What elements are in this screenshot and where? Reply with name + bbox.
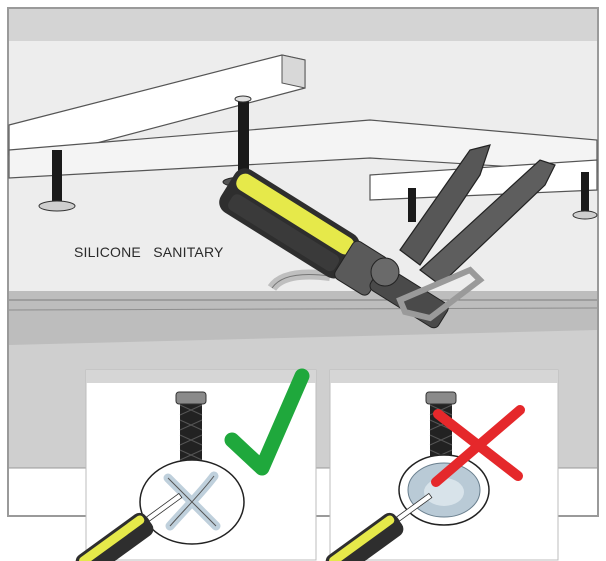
cross-icon — [431, 405, 525, 487]
drain-pipe — [267, 269, 331, 292]
checkmark-icon — [224, 368, 310, 476]
correct-application-panel — [75, 369, 317, 561]
caulking-gun — [219, 144, 556, 329]
product-label: SILICONE SANITARY — [74, 244, 224, 260]
incorrect-application-panel — [325, 369, 559, 561]
